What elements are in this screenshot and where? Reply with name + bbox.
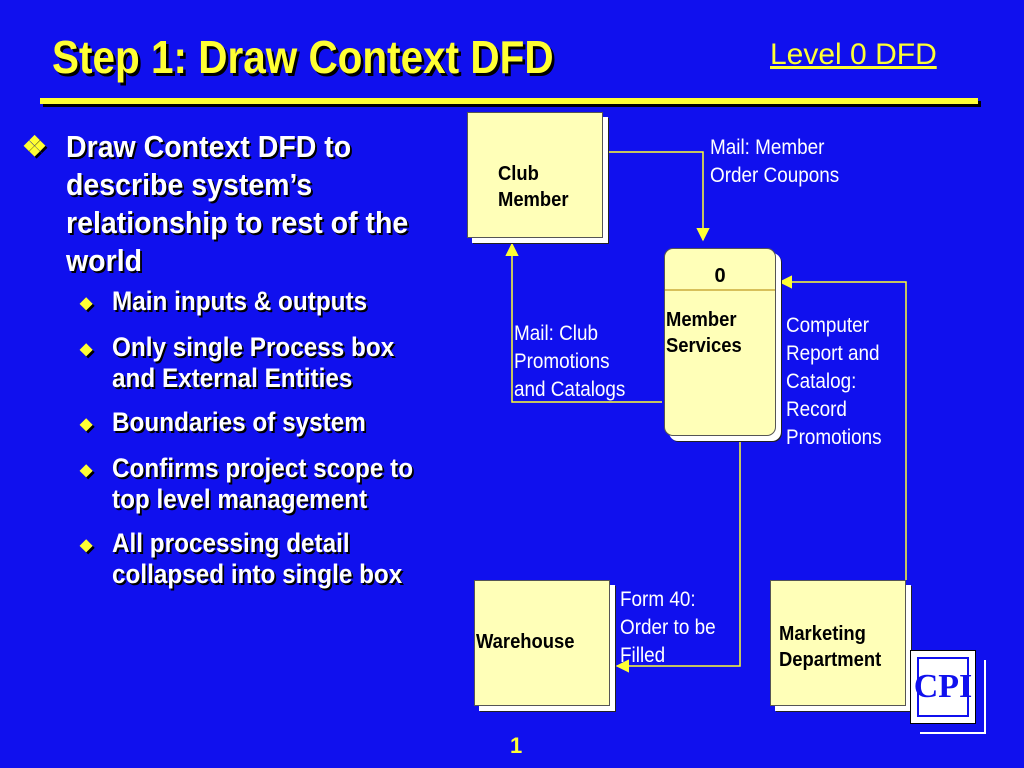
title-underline xyxy=(40,98,978,104)
main-bullet: ❖ Draw Context DFD to describe system’s … xyxy=(22,128,452,280)
flow-label-line: Form 40: xyxy=(620,588,696,611)
process-label-line: Member xyxy=(666,309,737,331)
small-diamond-icon: ◆ xyxy=(80,295,93,312)
process-number: 0 xyxy=(714,265,726,287)
entity-marketing-department[interactable]: Marketing Department xyxy=(770,580,906,706)
entity-warehouse-label: Warehouse xyxy=(476,631,575,653)
process-divider xyxy=(665,289,775,291)
slide-title: Step 1: Draw Context DFD xyxy=(52,31,554,83)
flow-label-line: Filled xyxy=(620,644,666,667)
sub-bullet-text: Boundaries of system xyxy=(112,407,366,437)
flow-label-line: Order to be xyxy=(620,616,716,639)
bullet-list: ❖ Draw Context DFD to describe system’s … xyxy=(22,128,452,603)
entity-club-member[interactable]: Club Member xyxy=(467,112,603,238)
small-diamond-icon: ◆ xyxy=(80,341,93,358)
flow-line-computer-report xyxy=(778,275,907,580)
small-diamond-icon: ◆ xyxy=(80,462,93,479)
sub-bullet: ◆ Main inputs & outputs xyxy=(80,286,452,319)
flow-label-line: Promotions xyxy=(786,426,882,449)
flow-label-line: and Catalogs xyxy=(514,378,626,401)
sub-bullet-list: ◆ Main inputs & outputs ◆ Only single Proc… xyxy=(22,286,452,590)
small-diamond-icon: ◆ xyxy=(80,416,93,433)
page-number: 1 xyxy=(510,733,523,758)
entity-warehouse[interactable]: Warehouse xyxy=(474,580,610,706)
entity-label-line: Member xyxy=(498,189,569,211)
cpi-logo-text: CPI xyxy=(914,657,972,717)
diamond-bullet-icon: ❖ xyxy=(22,131,48,162)
flow-label-computer-report: Computer Report and Catalog: Record Prom… xyxy=(786,312,882,452)
flow-label-line: Promotions xyxy=(514,350,610,373)
entity-label-line: Club xyxy=(498,163,539,185)
entity-label-line: Marketing xyxy=(779,623,866,645)
flow-label-line: Mail: Club xyxy=(514,322,599,345)
process-member-services[interactable]: 0 Member Services xyxy=(664,248,776,436)
flow-label-line: Mail: Member xyxy=(710,136,825,159)
flow-label-line: Order Coupons xyxy=(710,164,840,187)
entity-club-member-label: Club Member xyxy=(498,161,569,213)
flow-label-mail-member: Mail: Member Order Coupons xyxy=(710,134,839,190)
flow-label-mail-club: Mail: Club Promotions and Catalogs xyxy=(514,320,625,404)
sub-bullet: ◆ All processing detail collapsed into si… xyxy=(80,528,452,590)
sub-bullet-text: Confirms project scope to top level mana… xyxy=(112,453,414,514)
flow-line-mail-club xyxy=(505,242,662,403)
process-label-line: Services xyxy=(666,335,742,357)
flow-label-line: Record xyxy=(786,398,847,421)
sub-bullet-text: Main inputs & outputs xyxy=(112,286,368,316)
main-bullet-text: Draw Context DFD to describe system’s re… xyxy=(66,129,409,278)
flow-label-line: Catalog: xyxy=(786,370,857,393)
sub-bullet: ◆ Boundaries of system xyxy=(80,407,452,440)
flow-line-mail-member xyxy=(602,151,710,242)
sub-bullet-text: All processing detail collapsed into sin… xyxy=(112,528,403,589)
process-label: Member Services xyxy=(666,307,742,359)
sub-bullet-text: Only single Process box and External Ent… xyxy=(112,332,395,393)
flow-label-form40: Form 40: Order to be Filled xyxy=(620,586,716,670)
flow-line-form40 xyxy=(615,436,741,673)
level-0-dfd-link[interactable]: Level 0 DFD xyxy=(770,38,937,71)
sub-bullet: ◆ Only single Process box and External En… xyxy=(80,332,452,394)
sub-bullet: ◆ Confirms project scope to top level man… xyxy=(80,453,452,515)
entity-marketing-label: Marketing Department xyxy=(779,621,881,673)
small-diamond-icon: ◆ xyxy=(80,537,93,554)
entity-label-line: Department xyxy=(779,649,882,671)
flow-label-line: Report and xyxy=(786,342,880,365)
flow-label-line: Computer xyxy=(786,314,869,337)
cpi-logo: CPI xyxy=(910,650,976,724)
